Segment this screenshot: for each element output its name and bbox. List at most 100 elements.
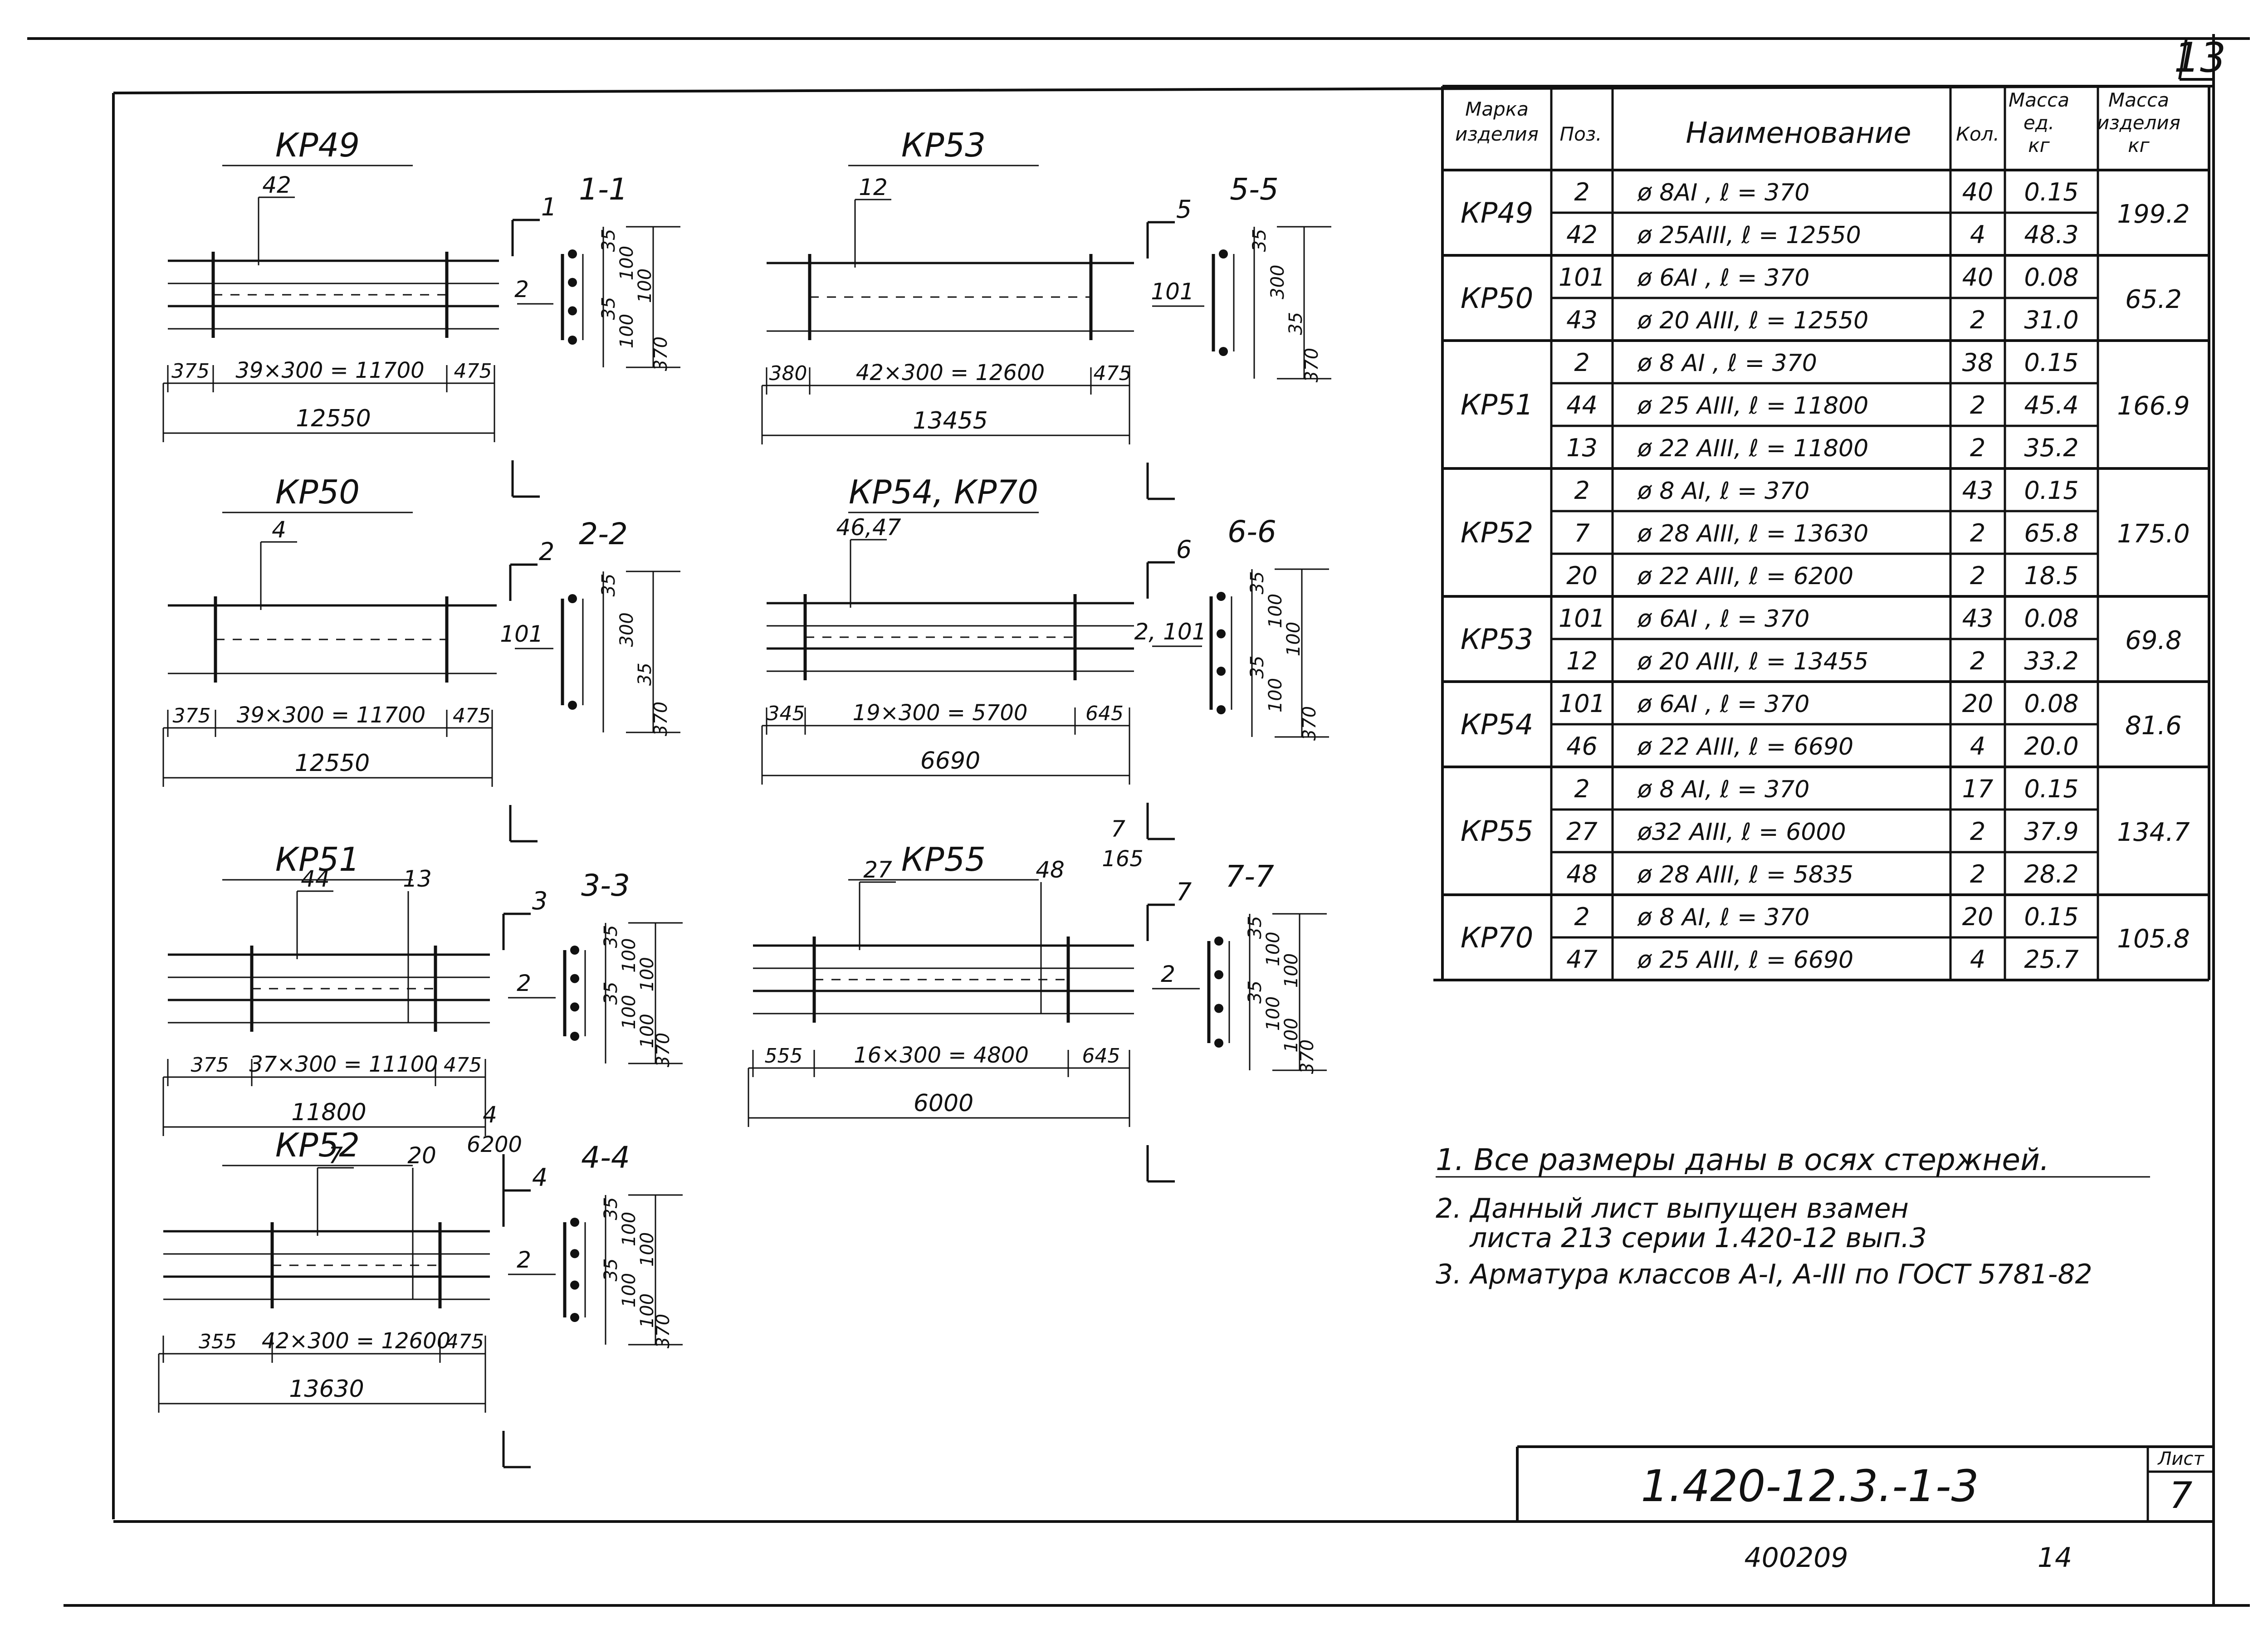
drawing-title: КР55 (901, 840, 986, 878)
list-label: Лист (2157, 1449, 2204, 1469)
dim-total: 13630 (289, 1375, 364, 1403)
dim-right: 475 (446, 1330, 484, 1353)
group-mark: КР52 (1461, 516, 1533, 549)
sheet-frame: 13 (27, 34, 2250, 1607)
rebar-dot (1217, 667, 1226, 676)
group-mark: КР49 (1461, 196, 1533, 229)
document-code: 1.420-12.3.-1-3 (1641, 1461, 1979, 1512)
section-dim: 35 (1245, 980, 1266, 1004)
header-mass-item-2: изделия (2097, 112, 2180, 134)
section-dim: 100 (1263, 932, 1284, 966)
title-block: Лист 7 1.420-12.3.-1-3 400209 14 (1516, 1445, 2214, 1574)
group-mass: 105.8 (2117, 924, 2190, 954)
row-qty: 43 (1962, 604, 1994, 633)
dim-right: 645 (1085, 702, 1124, 725)
row-name: ø 25 AIII, ℓ = 6690 (1637, 946, 1853, 974)
row-pos: 12 (1566, 647, 1598, 675)
section-mark: 1 (541, 193, 557, 221)
rebar-dot (568, 336, 577, 345)
row-pos: 101 (1559, 263, 1605, 292)
section-mark: 3 (532, 887, 547, 915)
dim-total: 12550 (296, 405, 371, 432)
rebar-dot (1214, 937, 1223, 946)
section-label: 2-2 (579, 517, 628, 551)
section-dim: 100 (619, 938, 640, 972)
dim-right: 475 (454, 360, 492, 383)
section-dim: 35 (598, 229, 619, 252)
drawing-title: КР51 (275, 840, 360, 878)
section-dim: 100 (1265, 678, 1286, 712)
header-mass-unit-2: ед. (2024, 112, 2054, 134)
group-mark: КР55 (1461, 815, 1533, 848)
row-unit-mass: 0.08 (2024, 689, 2078, 718)
rebar-dot (568, 306, 577, 316)
row-pos: 13 (1566, 434, 1598, 462)
note-2: 2. Данный лист выпущен взамен (1436, 1193, 1909, 1224)
note-2b: листа 213 серии 1.420-12 вып.3 (1469, 1222, 1927, 1254)
rebar-dot (568, 249, 577, 259)
section-dim: 100 (635, 268, 655, 303)
group-mark: КР54 (1461, 708, 1533, 741)
row-name: ø 20 AIII, ℓ = 12550 (1637, 307, 1868, 334)
row-pos: 2 (1574, 476, 1589, 505)
section-dim: 100 (1283, 622, 1304, 656)
dim-middle: 19×300 = 5700 (853, 700, 1028, 726)
rebar-dot (570, 1313, 579, 1322)
section-dim: 370 (1301, 348, 1322, 382)
row-qty: 2 (1970, 817, 1985, 846)
rebar-dot (568, 701, 577, 710)
row-pos: 7 (1574, 519, 1589, 547)
callout-label: 46,47 (836, 514, 901, 541)
rebar-dot (570, 1218, 579, 1227)
row-qty: 4 (1970, 945, 1985, 974)
section-dim: 100 (619, 1212, 640, 1246)
section-dim: 100 (1263, 996, 1284, 1031)
dim-middle: 39×300 = 11700 (235, 358, 424, 383)
callout-label: 4 (272, 517, 286, 543)
row-qty: 38 (1962, 348, 1994, 377)
group-mass: 166.9 (2117, 391, 2190, 421)
rebar-dot (1214, 1039, 1223, 1048)
dim-total: 13455 (913, 407, 987, 434)
dim-right: 475 (444, 1054, 482, 1077)
section-dim: 100 (637, 1014, 658, 1048)
section-dim: 35 (635, 663, 655, 686)
row-name: ø 22 AIII, ℓ = 11800 (1637, 435, 1868, 462)
section-dim: 35 (601, 1258, 621, 1282)
row-pos: 46 (1566, 732, 1598, 761)
rebar-dot (1219, 249, 1228, 259)
dim-middle: 42×300 = 12600 (262, 1328, 450, 1354)
rebar-dot (570, 946, 579, 955)
row-pos: 2 (1574, 775, 1589, 803)
row-name: ø 8 AI, ℓ = 370 (1637, 776, 1809, 803)
header-mass-item-1: Масса (2108, 89, 2169, 111)
row-name: ø 8 AI, ℓ = 370 (1637, 904, 1809, 931)
rebar-dot (1214, 1004, 1223, 1013)
section-mark: 7 (1176, 878, 1192, 906)
section-dim: 100 (1281, 1018, 1302, 1052)
section-dim: 35 (601, 982, 621, 1005)
dim-right: 475 (1094, 362, 1132, 385)
page-number: 13 (2174, 34, 2226, 82)
callout-label: 4 (483, 1102, 497, 1128)
dim-total: 6000 (914, 1090, 973, 1117)
row-name: ø 28 AIII, ℓ = 5835 (1637, 861, 1853, 888)
header-qty: Кол. (1956, 123, 1999, 145)
section-mark: 6 (1176, 535, 1192, 564)
row-name: ø 28 AIII, ℓ = 13630 (1637, 520, 1868, 547)
section-pos: 101 (500, 621, 543, 647)
header-pos: Поз. (1560, 123, 1602, 145)
rebar-dot (570, 1002, 579, 1012)
